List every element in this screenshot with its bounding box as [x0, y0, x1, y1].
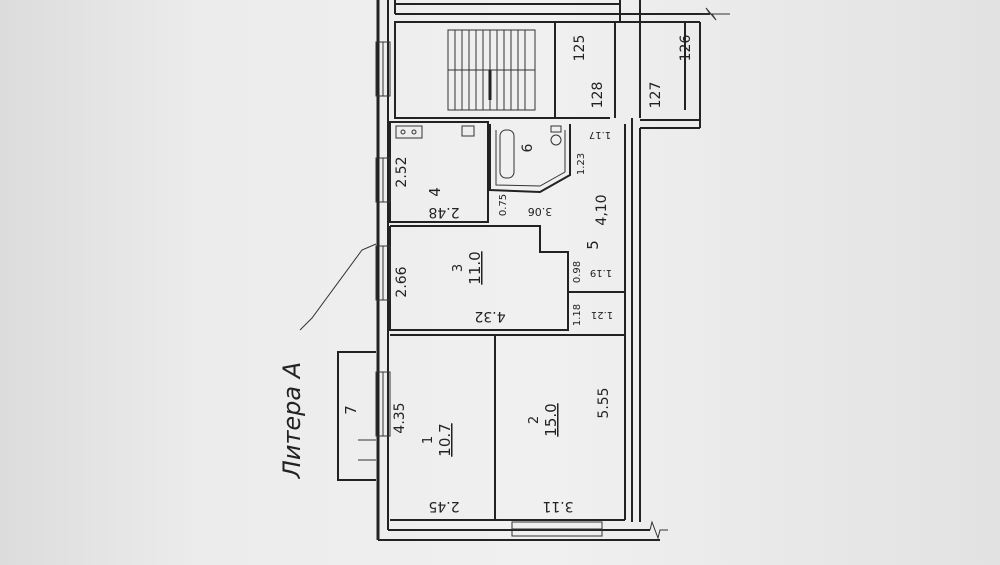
dim-3-06: 3.06	[528, 205, 553, 218]
neighbor-room-125: 125	[572, 35, 588, 62]
neighbor-room-numbers: 125 126 127 128	[572, 35, 694, 109]
dim-4-35: 4.35	[392, 402, 408, 433]
room-5-number: 5	[584, 240, 602, 250]
dimension-labels: 4.35 2.45 3.11 5.55 2.66 4.32 2.52 2.48 …	[392, 129, 613, 514]
dim-2-48: 2.48	[428, 204, 459, 220]
balcony	[337, 351, 376, 481]
dim-1-18: 1.18	[572, 304, 583, 326]
room-3-number: 3	[451, 264, 466, 272]
dim-3-11: 3.11	[542, 498, 573, 514]
neighbor-room-128: 128	[590, 82, 606, 109]
dim-2-45: 2.45	[428, 498, 459, 514]
dim-4-32: 4.32	[474, 308, 505, 324]
dim-4-10: 4,10	[594, 194, 610, 225]
room-1-area: 10.7	[436, 423, 454, 456]
room-2-number: 2	[527, 416, 542, 424]
room-labels: 1 10.7 2 15.0 3 11.0 4 5 6 7	[342, 143, 602, 456]
room-7-number: 7	[342, 405, 360, 415]
neighbor-room-127: 127	[648, 82, 664, 109]
windows	[375, 41, 603, 537]
building-label: Литера А	[278, 362, 306, 479]
exterior-walls	[376, 0, 710, 541]
dim-1-23: 1.23	[576, 153, 587, 175]
dim-1-17: 1.17	[589, 129, 611, 140]
dim-2-52: 2.52	[394, 156, 410, 187]
dim-2-66: 2.66	[394, 266, 410, 297]
bathroom-fixtures	[499, 125, 562, 179]
dim-0-75: 0.75	[498, 194, 509, 216]
stairwell	[394, 21, 686, 119]
wall-break-symbols	[649, 7, 730, 540]
dim-5-55: 5.55	[596, 387, 612, 418]
dim-0-98: 0.98	[572, 261, 583, 283]
dim-1-19: 1.19	[590, 267, 612, 278]
room-1-number: 1	[421, 436, 436, 444]
kitchen-fixtures	[395, 125, 475, 139]
upper-strip	[395, 0, 641, 22]
room-4-number: 4	[426, 187, 444, 197]
neighbor-room-126: 126	[678, 35, 694, 62]
dim-1-21: 1.21	[591, 309, 613, 320]
room-2-area: 15.0	[542, 403, 560, 436]
room-6-number: 6	[520, 143, 536, 152]
interior-walls	[389, 121, 626, 521]
label-leader	[299, 243, 377, 331]
room-3-area: 11.0	[466, 251, 484, 284]
